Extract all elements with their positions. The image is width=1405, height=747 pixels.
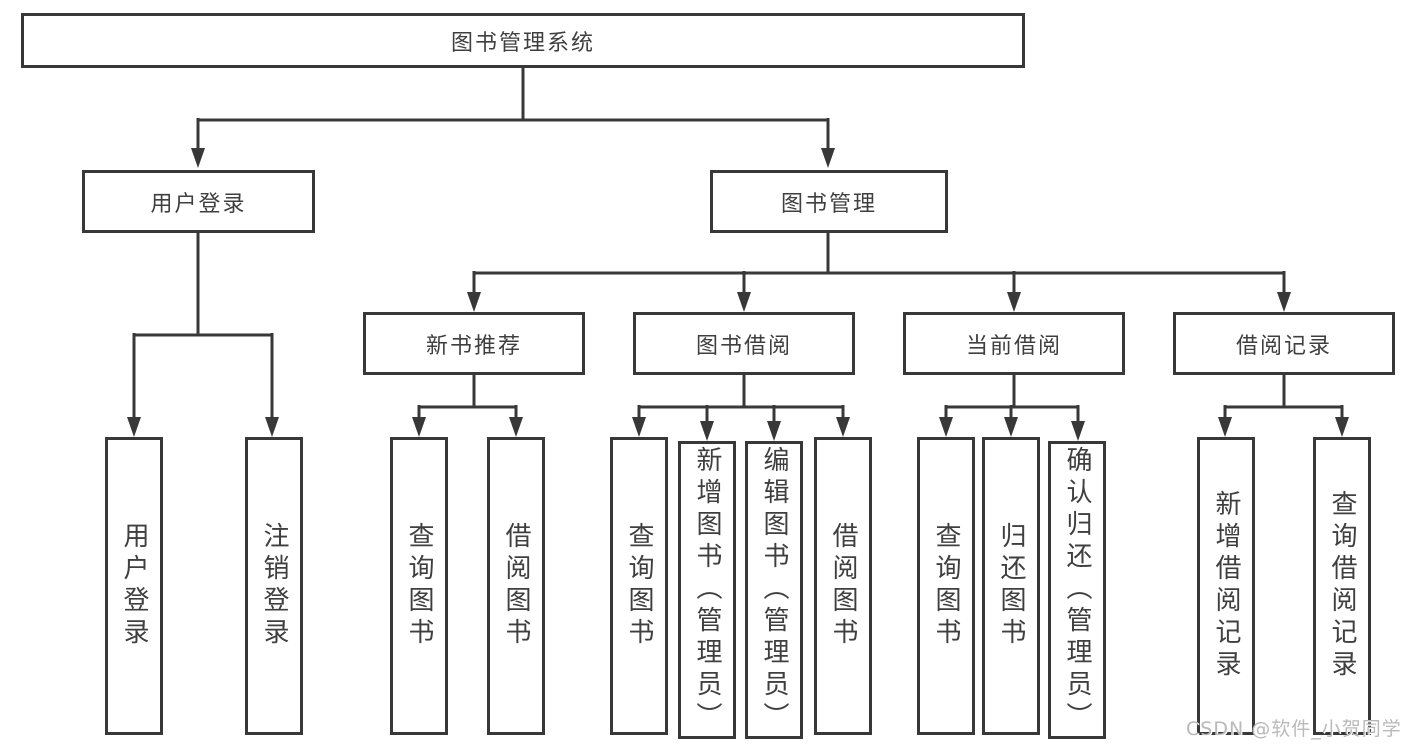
leaf-add-book-admin: 新增图书（管理员） <box>678 441 736 739</box>
arrowhead <box>191 148 205 168</box>
leaf-logout: 注销登录 <box>245 437 303 735</box>
leaf-query-borrow-record: 查询借阅记录 <box>1313 437 1371 735</box>
node-label: 图书管理系统 <box>450 30 595 56</box>
leaf-add-borrow-record: 新增借阅记录 <box>1197 437 1255 735</box>
node-label: 确认归还（管理员） <box>1062 446 1092 734</box>
leaf-query-books-current: 查询图书 <box>917 437 975 735</box>
arrowhead <box>509 417 523 437</box>
connector-book-management <box>472 233 1286 294</box>
node-label: 新增图书（管理员） <box>692 446 722 734</box>
node-label: 注销登录 <box>259 522 289 650</box>
node-current-borrow: 当前借阅 <box>903 312 1125 375</box>
node-label: 借阅图书 <box>501 522 531 650</box>
node-book-borrow: 图书借阅 <box>633 312 855 375</box>
arrowhead <box>1218 417 1232 437</box>
node-borrow-records: 借阅记录 <box>1173 312 1395 375</box>
arrowhead <box>265 417 279 437</box>
node-new-book-recommend: 新书推荐 <box>363 312 585 375</box>
arrowhead <box>127 417 141 437</box>
node-user-login: 用户登录 <box>82 170 315 233</box>
leaf-query-books-borrow: 查询图书 <box>610 437 668 735</box>
arrowhead <box>1335 417 1349 437</box>
connector-root-to-level2 <box>196 68 830 150</box>
node-label: 查询借阅记录 <box>1327 490 1357 682</box>
connector-new-book-recommend <box>417 375 518 419</box>
node-label: 新书推荐 <box>425 333 522 359</box>
node-label: 查询图书 <box>624 522 654 650</box>
leaf-query-books-recommend: 查询图书 <box>390 437 448 735</box>
connector-user-login <box>132 233 274 419</box>
leaf-user-login: 用户登录 <box>105 437 163 735</box>
node-label: 借阅记录 <box>1235 333 1332 359</box>
leaf-edit-book-admin: 编辑图书（管理员） <box>745 441 803 739</box>
node-library-management-system: 图书管理系统 <box>21 13 1025 68</box>
node-label: 编辑图书（管理员） <box>759 446 789 734</box>
arrowhead <box>1004 417 1018 437</box>
node-label: 查询图书 <box>404 522 434 650</box>
leaf-confirm-return-admin: 确认归还（管理员） <box>1048 441 1106 739</box>
arrowhead <box>821 148 835 168</box>
arrowhead <box>412 417 426 437</box>
node-label: 新增借阅记录 <box>1211 490 1241 682</box>
connector-borrow-records <box>1223 375 1344 419</box>
node-label: 用户登录 <box>150 191 247 217</box>
leaf-return-book: 归还图书 <box>982 437 1040 735</box>
node-label: 归还图书 <box>996 522 1026 650</box>
arrowhead <box>467 292 481 312</box>
node-book-management: 图书管理 <box>710 170 948 233</box>
connector-current-borrow <box>944 375 1080 423</box>
arrowhead <box>1007 292 1021 312</box>
arrowhead <box>767 421 781 441</box>
connector-book-borrow <box>637 375 845 423</box>
arrowhead <box>939 417 953 437</box>
csdn-watermark: CSDN @软件_小贺同学 <box>1186 718 1402 740</box>
leaf-borrow-books: 借阅图书 <box>814 437 872 735</box>
arrowhead <box>1277 292 1291 312</box>
node-label: 用户登录 <box>119 522 149 650</box>
arrowhead <box>737 292 751 312</box>
arrowhead <box>632 417 646 437</box>
node-label: 图书管理 <box>780 191 877 217</box>
arrowhead <box>700 421 714 441</box>
node-label: 图书借阅 <box>695 333 792 359</box>
leaf-borrow-books-recommend: 借阅图书 <box>487 437 545 735</box>
arrowhead <box>836 417 850 437</box>
node-label: 查询图书 <box>931 522 961 650</box>
node-label: 借阅图书 <box>828 522 858 650</box>
arrowhead <box>1071 421 1085 441</box>
node-label: 当前借阅 <box>965 333 1062 359</box>
